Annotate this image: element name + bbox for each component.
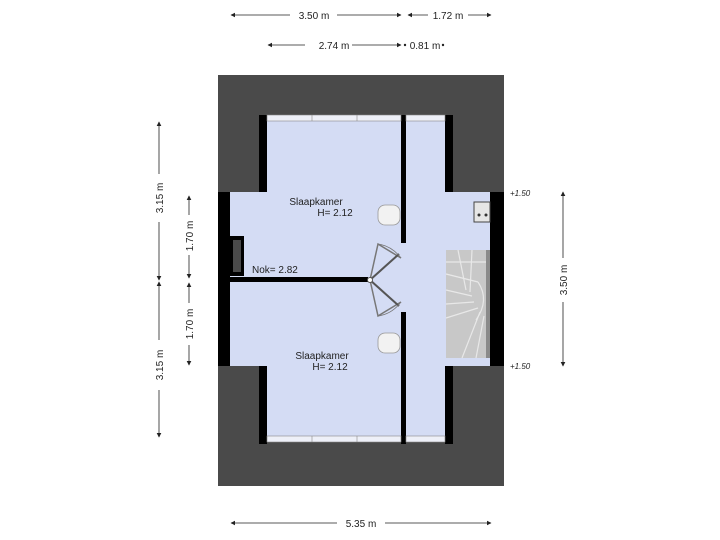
dimension-left-inner-b: 1.70 m [185, 309, 196, 340]
door-lower [369, 279, 402, 318]
duct-inner [233, 240, 241, 272]
dimension-top-2b: 0.81 m [410, 41, 441, 52]
dimension-right-label: 3.50 m [559, 265, 570, 296]
room-name-lower: Slaapkamer [295, 351, 349, 362]
windows-top [266, 114, 446, 122]
level-marker-lower: +1.50 [510, 362, 531, 371]
appliance-icon [473, 201, 491, 223]
radiator-upper [377, 204, 401, 226]
dimension-dot-b [441, 43, 445, 47]
room-height-upper: H= 2.12 [317, 208, 353, 219]
dimension-left-outer-a: 3.15 m [155, 183, 166, 214]
radiator-lower [377, 332, 401, 354]
dimension-bottom-label: 5.35 m [346, 519, 377, 530]
dimension-top-1a: 3.50 m [299, 11, 330, 22]
dimension-left-inner-a: 1.70 m [185, 221, 196, 252]
dimension-top-1b: 1.72 m [433, 11, 464, 22]
room-name-upper: Slaapkamer [289, 197, 343, 208]
dimension-left-outer-b: 3.15 m [155, 350, 166, 381]
dimension-top-2a: 2.74 m [319, 41, 350, 52]
windows-bottom [266, 435, 446, 443]
staircase [445, 249, 490, 359]
room-height-lower: H= 2.12 [312, 362, 348, 373]
dimension-dot-a [403, 43, 407, 47]
ridge-label: Nok= 2.82 [252, 265, 298, 276]
door-upper [369, 242, 402, 281]
door-hinge [367, 277, 373, 283]
level-marker-upper: +1.50 [510, 189, 531, 198]
